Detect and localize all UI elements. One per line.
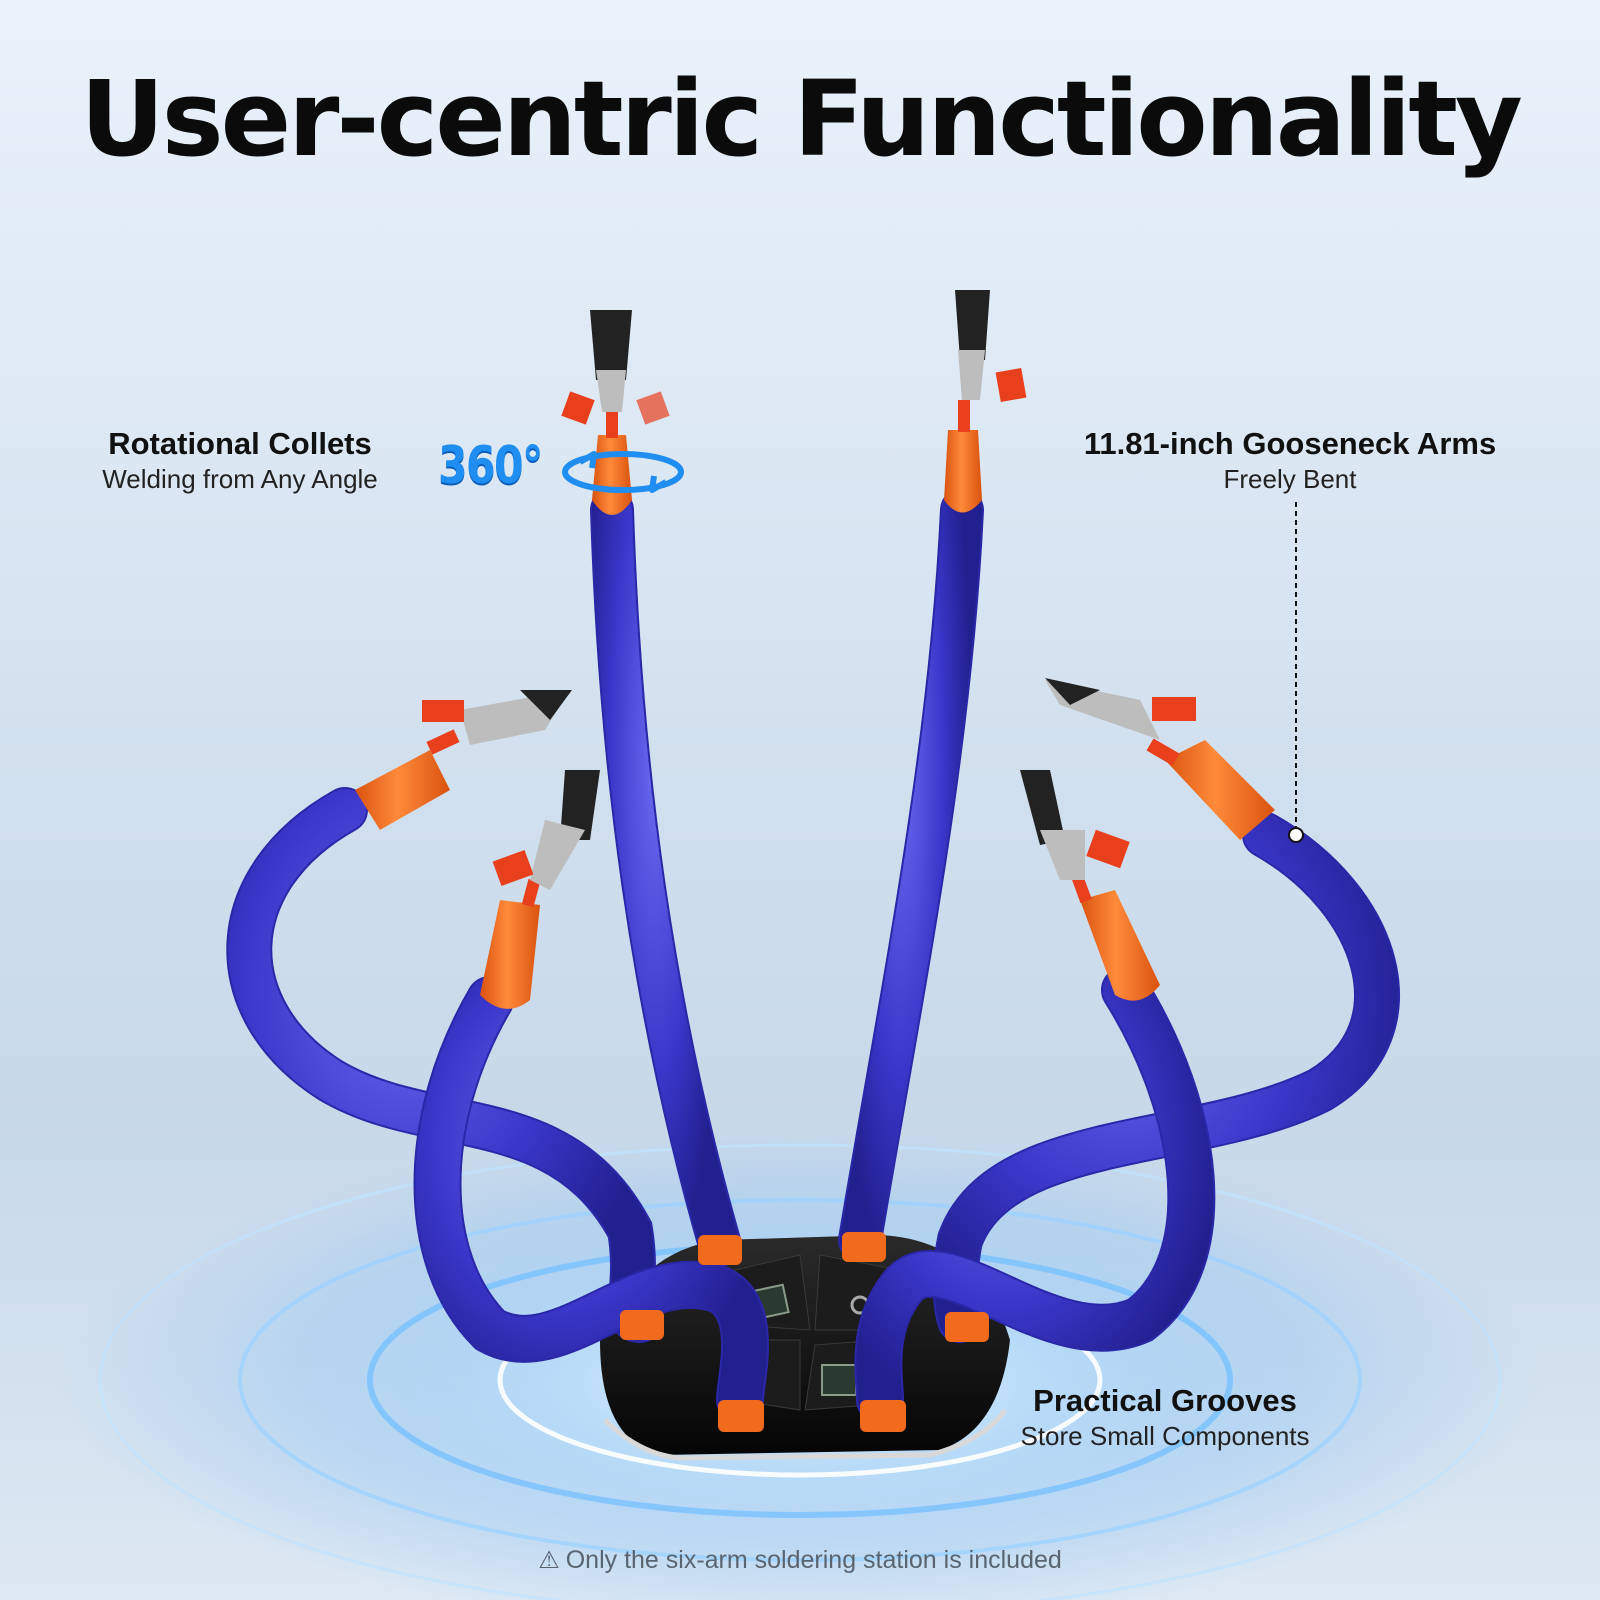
clip-left-upper — [355, 690, 572, 830]
headline: User-centric Functionality — [80, 58, 1523, 180]
collets-and-clips — [355, 290, 1275, 1009]
rotation-badge: 360° — [438, 436, 543, 496]
footnote-text: Only the six-arm soldering station is in… — [565, 1546, 1062, 1574]
grooves-subtitle: Store Small Components — [1020, 1421, 1310, 1451]
collets-label: Rotational Collets Welding from Any Angl… — [90, 426, 390, 496]
arms-callout-leader — [1288, 502, 1304, 843]
grooves-label: Practical Grooves Store Small Components — [1000, 1383, 1330, 1453]
warning-icon: ⚠ — [538, 1547, 560, 1574]
clip-top-right — [944, 290, 1027, 513]
arms-title: 11.81-inch Gooseneck Arms — [1083, 426, 1497, 461]
base-nuts — [620, 1232, 989, 1432]
clip-top-left — [561, 310, 670, 515]
collets-title: Rotational Collets — [108, 426, 372, 461]
gooseneck-arms — [226, 488, 1400, 1424]
clip-right-upper — [1045, 678, 1275, 840]
arms-subtitle: Freely Bent — [1223, 464, 1357, 494]
rotation-arrow-icon — [562, 451, 684, 493]
grooves-title: Practical Grooves — [1033, 1383, 1297, 1418]
arms-label: 11.81-inch Gooseneck Arms Freely Bent — [1060, 426, 1520, 496]
clip-left-lower — [480, 770, 600, 1009]
footnote: ⚠Only the six-arm soldering station is i… — [0, 1546, 1600, 1575]
collets-subtitle: Welding from Any Angle — [102, 464, 378, 494]
clip-right-lower — [1020, 770, 1160, 1001]
